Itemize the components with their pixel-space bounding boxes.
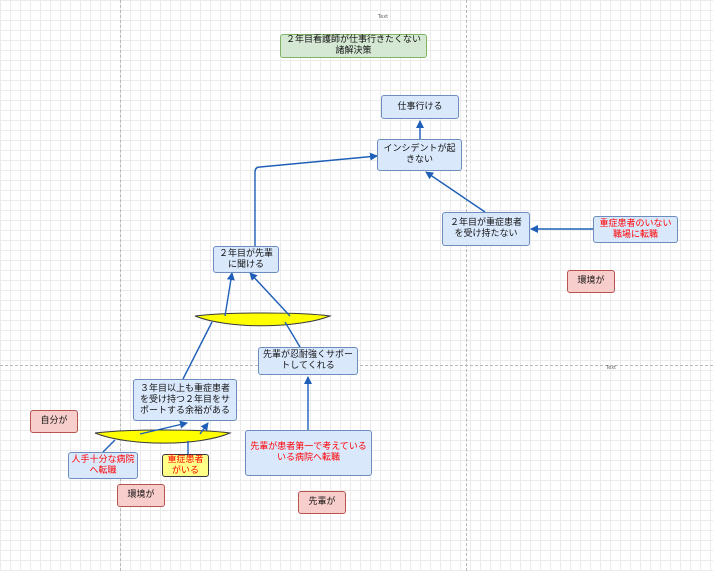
arrow-gate-to-ask-right bbox=[249, 272, 291, 317]
text-marker: Text bbox=[378, 14, 389, 20]
node-work: 仕事行ける bbox=[381, 95, 459, 119]
arrow-lowgate-to-capacity-left bbox=[139, 420, 188, 435]
node-can-ask-senior: ２年目が先輩 に聞ける bbox=[213, 246, 279, 273]
node-cannot-take-severe: ２年目が重症患者 を受け持たない bbox=[442, 212, 530, 246]
arrow-staffed-to-gate bbox=[102, 439, 116, 453]
node-severe-present: 重症患者 がいる bbox=[162, 454, 209, 477]
page-divider-vertical bbox=[120, 0, 121, 571]
arrow-support-to-gate bbox=[284, 321, 301, 348]
label-senior: 先輩が bbox=[298, 491, 346, 514]
and-gate-lower bbox=[94, 429, 232, 444]
page-divider-vertical bbox=[466, 0, 467, 571]
label-environment: 環境が bbox=[117, 484, 165, 507]
label-environment: 環境が bbox=[567, 270, 615, 293]
title-box: ２年目看護師が仕事行きたくない 諸解決策 bbox=[280, 34, 427, 58]
text-marker: Text bbox=[606, 365, 617, 371]
node-transfer-patient-first: 先輩が患者第一で考えている いる病院へ転職 bbox=[245, 430, 372, 476]
arrow-severe-to-incident bbox=[425, 171, 486, 213]
node-capacity-support: ３年目以上も重症患者 を受け持つ２年目をサ ポートする余裕がある bbox=[133, 379, 237, 421]
node-transfer-no-severe: 重症患者のいない 職場に転職 bbox=[593, 216, 678, 243]
arrow-gate-to-ask-left bbox=[224, 272, 235, 317]
node-transfer-staffed: 人手十分な病院 へ転職 bbox=[68, 452, 138, 479]
arrow-capacity-to-gate bbox=[182, 321, 213, 380]
label-self: 自分が bbox=[30, 410, 78, 433]
and-gate-upper bbox=[194, 312, 332, 327]
arrow-lowgate-to-capacity-right bbox=[199, 422, 209, 435]
node-no-incident: インシデントが起 きない bbox=[377, 139, 462, 171]
node-senior-support: 先輩が忍耐強くサポー トしてくれる bbox=[258, 347, 358, 375]
arrow-ask-to-incident bbox=[254, 152, 378, 246]
